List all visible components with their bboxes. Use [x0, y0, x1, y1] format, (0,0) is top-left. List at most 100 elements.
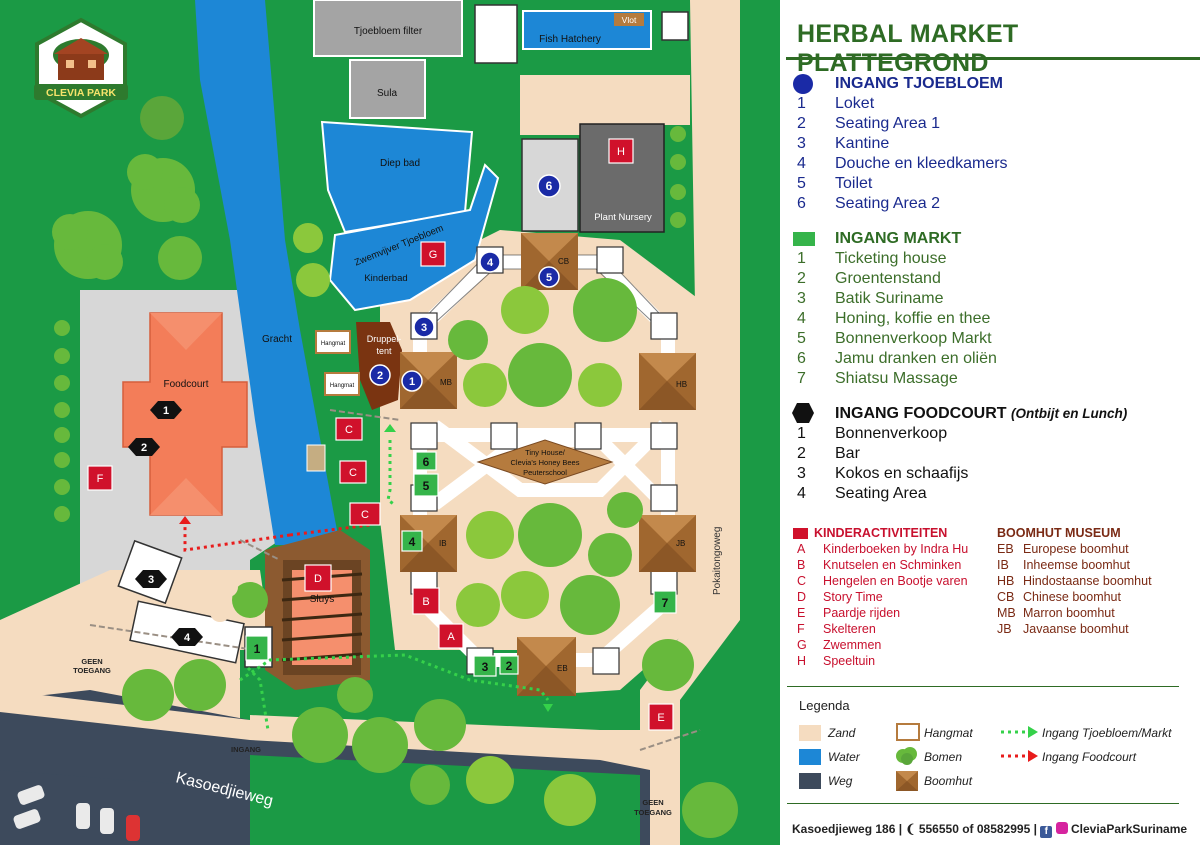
water-swatch [799, 749, 821, 765]
instagram-icon[interactable] [1055, 822, 1068, 834]
marker-foodcourt-1 [150, 401, 182, 419]
legenda-divider [787, 686, 1179, 687]
phone-icon: ❨ [905, 822, 916, 836]
marker-tjoebloem-1 [401, 370, 423, 392]
black-hexagon-icon [792, 403, 814, 423]
red-square-icon [793, 528, 808, 539]
marker-markt-1 [245, 635, 269, 661]
pokaitongoweg-label: Pokaitongoweg [712, 527, 723, 595]
kinder-markers: H G C C C F D B A E [87, 138, 674, 731]
svg-text:1: 1 [163, 405, 169, 417]
marker-kinder-c3 [349, 502, 381, 526]
boomhut-jb: JB [639, 515, 696, 572]
marker-foodcourt-3 [135, 570, 167, 588]
marker-kinder-c2 [339, 460, 367, 484]
svg-text:TOEGANG: TOEGANG [73, 666, 111, 675]
legend-bomen: Bomen [924, 750, 963, 764]
zand-swatch [799, 725, 821, 741]
svg-text:3: 3 [482, 660, 489, 674]
geen-toegang-label-1: GEEN [81, 657, 102, 666]
legend-weg: Weg [828, 774, 853, 788]
section-heading-kinder: KINDERACTIVITEITEN [814, 526, 948, 540]
svg-text:F: F [97, 473, 104, 485]
title-divider [786, 57, 1200, 60]
svg-text:6: 6 [546, 179, 553, 193]
boomhut-mb: MB [400, 352, 457, 409]
vlot-label: Vlot [622, 15, 637, 25]
gracht-canal [195, 0, 340, 545]
svg-text:Hangmat: Hangmat [321, 341, 346, 347]
legend-water: Water [828, 750, 860, 764]
hangmat-1 [315, 330, 351, 354]
svg-text:tent: tent [376, 346, 392, 356]
markt-markers: 6 5 4 7 3 2 1 [245, 451, 677, 677]
svg-text:1: 1 [254, 642, 261, 656]
green-dotted-arrow-icon [1001, 726, 1038, 738]
marker-markt-5 [413, 473, 439, 497]
foodcourt-markers: 1 2 3 4 [128, 401, 203, 646]
park-map: Kasoedjieweg Pokaitongoweg Tjoebloem fil… [0, 0, 780, 845]
fish-hatchery-label: Fish Hatchery [539, 34, 601, 45]
tjoebloem-filter-building [313, 0, 463, 57]
legend-hangmat: Hangmat [924, 726, 973, 740]
svg-text:MB: MB [440, 378, 452, 387]
svg-text:CLEVIA PARK: CLEVIA PARK [46, 87, 116, 99]
section-heading-boomhut: BOOMHUT MUSEUM [997, 526, 1121, 540]
marker-kinder-c1 [335, 417, 363, 441]
marker-markt-3 [473, 655, 497, 677]
svg-text:6: 6 [423, 455, 430, 469]
sand-path-east [640, 0, 740, 845]
footer-contact: Kasoedjieweg 186 | ❨ 556550 of 08582995 … [792, 822, 1188, 838]
marker-tjoebloem-6 [537, 174, 561, 198]
facebook-icon[interactable]: f [1040, 826, 1053, 838]
svg-text:3: 3 [421, 322, 427, 334]
weg-swatch [799, 773, 821, 789]
foodcourt-label: Foodcourt [163, 379, 208, 390]
svg-text:Tiny House/: Tiny House/ [525, 448, 566, 457]
ingang-label: INGANG [231, 745, 261, 754]
legend-boomhut: Boomhut [924, 774, 973, 788]
svg-text:Peuterschool: Peuterschool [523, 468, 567, 477]
section-heading-markt: INGANG MARKT [835, 230, 962, 247]
marker-kinder-d [304, 564, 332, 592]
trees [52, 96, 738, 838]
svg-text:1: 1 [409, 376, 415, 388]
svg-text:2: 2 [141, 442, 147, 454]
svg-text:C: C [361, 509, 369, 521]
marker-foodcourt-2 [128, 438, 160, 456]
svg-text:Hangmat: Hangmat [330, 383, 355, 389]
marker-tjoebloem-5 [538, 266, 560, 288]
svg-text:2: 2 [506, 659, 513, 673]
marker-tjoebloem-3 [413, 316, 435, 338]
legend-zand: Zand [828, 726, 856, 740]
sula-building [349, 59, 426, 119]
tree-icon [896, 747, 917, 765]
section-heading-foodcourt: INGANG FOODCOURT (Ontbijt en Lunch) [835, 405, 1128, 422]
footer-divider [787, 803, 1179, 804]
boomhut-icon [896, 771, 918, 791]
svg-text:7: 7 [662, 596, 669, 610]
svg-text:TOEGANG: TOEGANG [634, 808, 672, 817]
marker-markt-7 [653, 590, 677, 614]
marker-markt-4 [401, 530, 423, 552]
